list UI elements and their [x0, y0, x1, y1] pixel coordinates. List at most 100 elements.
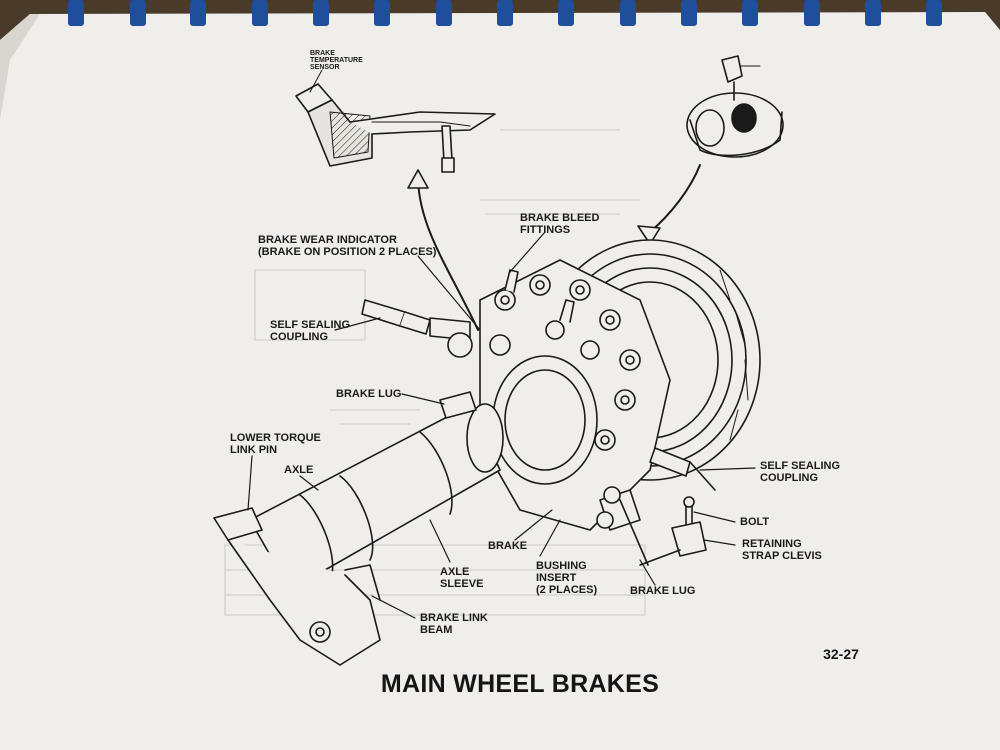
bleed-fitting [559, 299, 575, 323]
sensor-section [329, 111, 371, 159]
coupling-nut [399, 311, 431, 335]
piston-port-center [620, 395, 630, 405]
label-brake-bleed-fittings: BRAKE BLEED FITTINGS [520, 212, 600, 236]
binding-ring [865, 0, 881, 26]
beam-clevis [344, 564, 381, 601]
label-bolt: BOLT [740, 516, 770, 528]
binding-ring [252, 0, 268, 26]
brake-bore [492, 355, 598, 485]
label-brake: BRAKE [488, 540, 528, 552]
leader-axle [299, 475, 319, 491]
label-retaining-strap-clevis: RETAINING STRAP CLEVIS [742, 538, 822, 562]
binding-ring [436, 0, 452, 26]
coupling-right [649, 447, 716, 491]
piston-port [580, 340, 600, 360]
piston-port-center [575, 285, 585, 295]
piston-port-center [600, 435, 610, 445]
leader-axle-sleeve [429, 519, 451, 563]
label-brake-lug-right: BRAKE LUG [630, 585, 696, 597]
label-brake-wear-indicator: BRAKE WEAR INDICATOR (BRAKE ON POSITION … [258, 234, 437, 258]
coupling-left [361, 299, 473, 358]
sensor-leader-line [309, 69, 323, 93]
fitting-inset [686, 55, 784, 158]
axle-end [466, 403, 504, 473]
piston-port-center [535, 280, 545, 290]
piston-port [594, 429, 616, 451]
binding-ring [804, 0, 820, 26]
strap-clevis [671, 521, 707, 557]
piston-port [599, 309, 621, 331]
label-self-sealing-coupling-left: SELF SEALING COUPLING [270, 319, 351, 343]
axle-sleeve-ring [419, 431, 453, 515]
brake-bore-inner [504, 369, 586, 471]
label-lower-torque-link-pin: LOWER TORQUE LINK PIN [230, 432, 321, 456]
coupling-hose [689, 461, 716, 491]
spiral-binding [68, 0, 942, 26]
label-brake-temperature-sensor: BRAKE TEMPERATURE SENSOR [310, 50, 363, 71]
piston-port-center [605, 315, 615, 325]
piston-port [619, 349, 641, 371]
piston-port [529, 274, 551, 296]
bolt [685, 504, 693, 526]
piston-port [545, 320, 565, 340]
leader-bushing [539, 519, 561, 557]
binding-ring [374, 0, 390, 26]
binding-ring [313, 0, 329, 26]
lug-stem [619, 499, 649, 566]
brake-lug-upper [439, 391, 477, 419]
fitting-hub [695, 109, 725, 147]
bolt-and-strap [619, 496, 707, 566]
leader-coupling-right [699, 467, 756, 471]
arrow-head-down [637, 225, 661, 245]
bleed-through-table [224, 544, 646, 616]
brake-link-beam [227, 539, 381, 666]
piston-port [489, 334, 511, 356]
leader-strap-clevis [703, 539, 736, 546]
fitting-port [731, 103, 757, 133]
label-bushing-insert: BUSHING INSERT (2 PLACES) [536, 560, 598, 596]
brake-illustration [213, 55, 784, 666]
leader-brake-lug-left [401, 393, 445, 405]
binding-ring [497, 0, 513, 26]
piston-port-center [500, 295, 510, 305]
tire-tread [719, 269, 749, 441]
piston-port-center [625, 355, 635, 365]
leader-bleed-fittings [509, 231, 546, 273]
label-self-sealing-coupling-right: SELF SEALING COUPLING [760, 460, 841, 484]
axle-assembly [213, 391, 504, 666]
binding-ring [68, 0, 84, 26]
sensor-probe [441, 125, 453, 163]
leader-bolt [693, 511, 736, 523]
binding-ring [620, 0, 636, 26]
arrow-to-fitting [649, 164, 701, 233]
leader-brake-lug-right [639, 559, 656, 586]
sensor-plate-detail [371, 121, 471, 127]
piston-port [569, 279, 591, 301]
beam-eye [309, 621, 331, 643]
leader-coupling-left [334, 317, 381, 331]
fitting-valve [721, 55, 743, 83]
sensor-tip [441, 157, 455, 173]
binding-ring [742, 0, 758, 26]
sensor-plate [349, 111, 496, 135]
label-brake-lug-left: BRAKE LUG [336, 388, 402, 400]
piston-port [494, 289, 516, 311]
bolt-head [683, 496, 695, 508]
coupling-port [447, 332, 473, 358]
leader-brake [514, 509, 553, 541]
bleed-through-text [224, 129, 646, 616]
torque-link-pin [213, 507, 263, 541]
bushing-insert [603, 486, 621, 504]
brake-housing [479, 259, 671, 531]
leader-link-beam [371, 595, 416, 619]
binding-ring [926, 0, 942, 26]
page-edge-shadow [0, 14, 40, 120]
page-number: 32-27 [823, 646, 859, 662]
bushing-insert [596, 511, 614, 529]
label-axle: AXLE [284, 464, 314, 476]
page-title: MAIN WHEEL BRAKES [380, 670, 660, 698]
coupling-body [649, 447, 691, 477]
binding-ring [681, 0, 697, 26]
